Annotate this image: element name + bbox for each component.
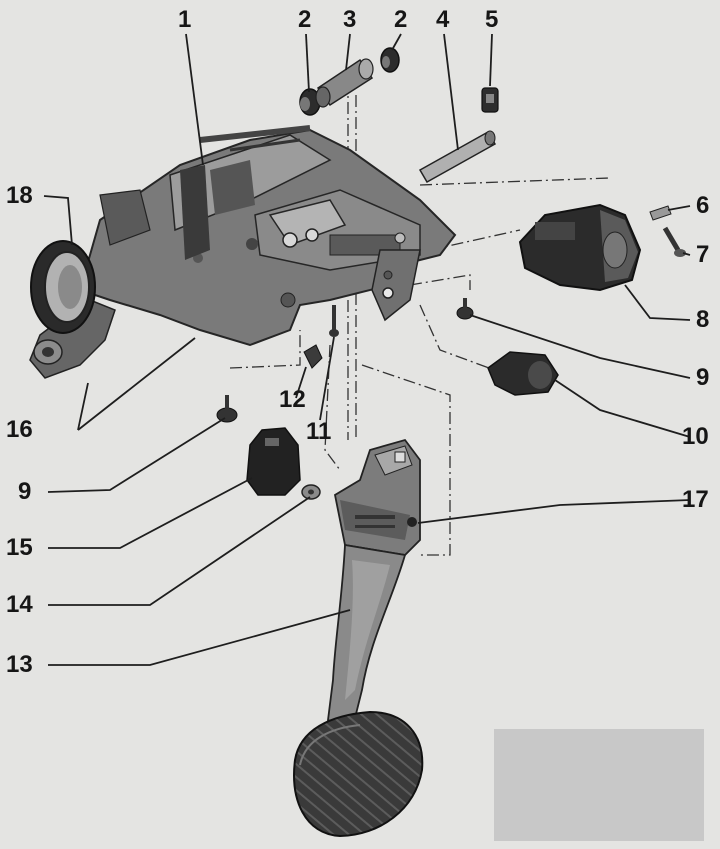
callout-17: 17: [682, 486, 709, 513]
washer: [301, 484, 321, 500]
callout-5: 5: [485, 6, 499, 33]
callout-8: 8: [696, 306, 710, 333]
retaining-clip: [481, 87, 499, 113]
redaction-block: [494, 729, 704, 841]
callout-6: 6: [696, 192, 710, 219]
callout-3: 3: [343, 6, 357, 33]
callout-9-left: 9: [18, 478, 32, 505]
pedal-position-sensor: [518, 203, 642, 292]
pedal-bracket: [29, 125, 457, 379]
callout-12: 12: [279, 386, 306, 413]
callout-15: 15: [6, 534, 33, 561]
callout-16: 16: [6, 416, 33, 443]
callout-9-right: 9: [696, 364, 710, 391]
callout-1: 1: [178, 6, 192, 33]
pivot-sleeve: [315, 58, 374, 108]
bushing-left: [299, 88, 321, 116]
locking-pin: [662, 226, 686, 257]
bushing-right: [380, 47, 400, 73]
brake-light-switch: [487, 351, 559, 396]
pedal-stop-buffer: [246, 427, 301, 496]
callout-4: 4: [436, 6, 450, 33]
callout-18: 18: [6, 182, 33, 209]
callout-7: 7: [696, 241, 710, 268]
bearing-ring: [30, 240, 96, 334]
bolt-center: [329, 305, 339, 337]
callout-13: 13: [6, 651, 33, 678]
pivot-pin: [418, 130, 497, 184]
fixing-screw: [649, 205, 672, 221]
pedal-lever: [293, 438, 424, 838]
callout-2-right: 2: [394, 6, 408, 33]
bolt-left: [216, 395, 238, 423]
callout-14: 14: [6, 591, 33, 618]
callout-10: 10: [682, 423, 709, 450]
callout-2-left: 2: [298, 6, 312, 33]
callout-11: 11: [306, 418, 332, 445]
spring-clip: [303, 344, 323, 369]
leader-lines: [43, 33, 691, 666]
bolt-right: [456, 298, 474, 320]
